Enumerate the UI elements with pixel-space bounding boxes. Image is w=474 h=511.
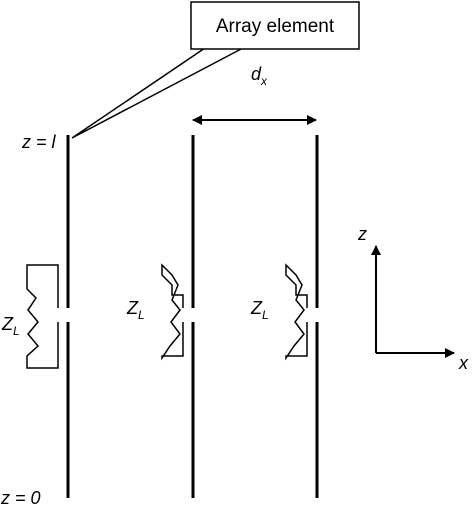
array-element-1: ZL	[1, 135, 70, 498]
array-element-2: ZL	[126, 135, 195, 498]
top-z-label: z = l	[21, 132, 57, 152]
x-axis-label: x	[458, 353, 469, 373]
element-3-load-zigzag	[285, 263, 308, 361]
callout-box	[190, 1, 360, 50]
array-element-callout: Array element	[71, 1, 360, 139]
coordinate-axes: z x	[357, 224, 469, 373]
element-2-load-zigzag	[161, 263, 184, 361]
callout-pointer	[71, 47, 244, 139]
element-3-load-label: ZL	[250, 298, 269, 322]
spacing-dimension: dx	[192, 64, 317, 125]
element-1-load-label: ZL	[1, 314, 20, 338]
element-2-load-label: ZL	[126, 298, 145, 322]
array-element-3: ZL	[250, 135, 319, 498]
bottom-z-label: z = 0	[0, 488, 41, 506]
spacing-label: dx	[251, 64, 268, 88]
element-1-load-zigzag	[26, 264, 59, 369]
z-axis-label: z	[357, 224, 367, 244]
callout-label: Array element	[216, 16, 335, 37]
